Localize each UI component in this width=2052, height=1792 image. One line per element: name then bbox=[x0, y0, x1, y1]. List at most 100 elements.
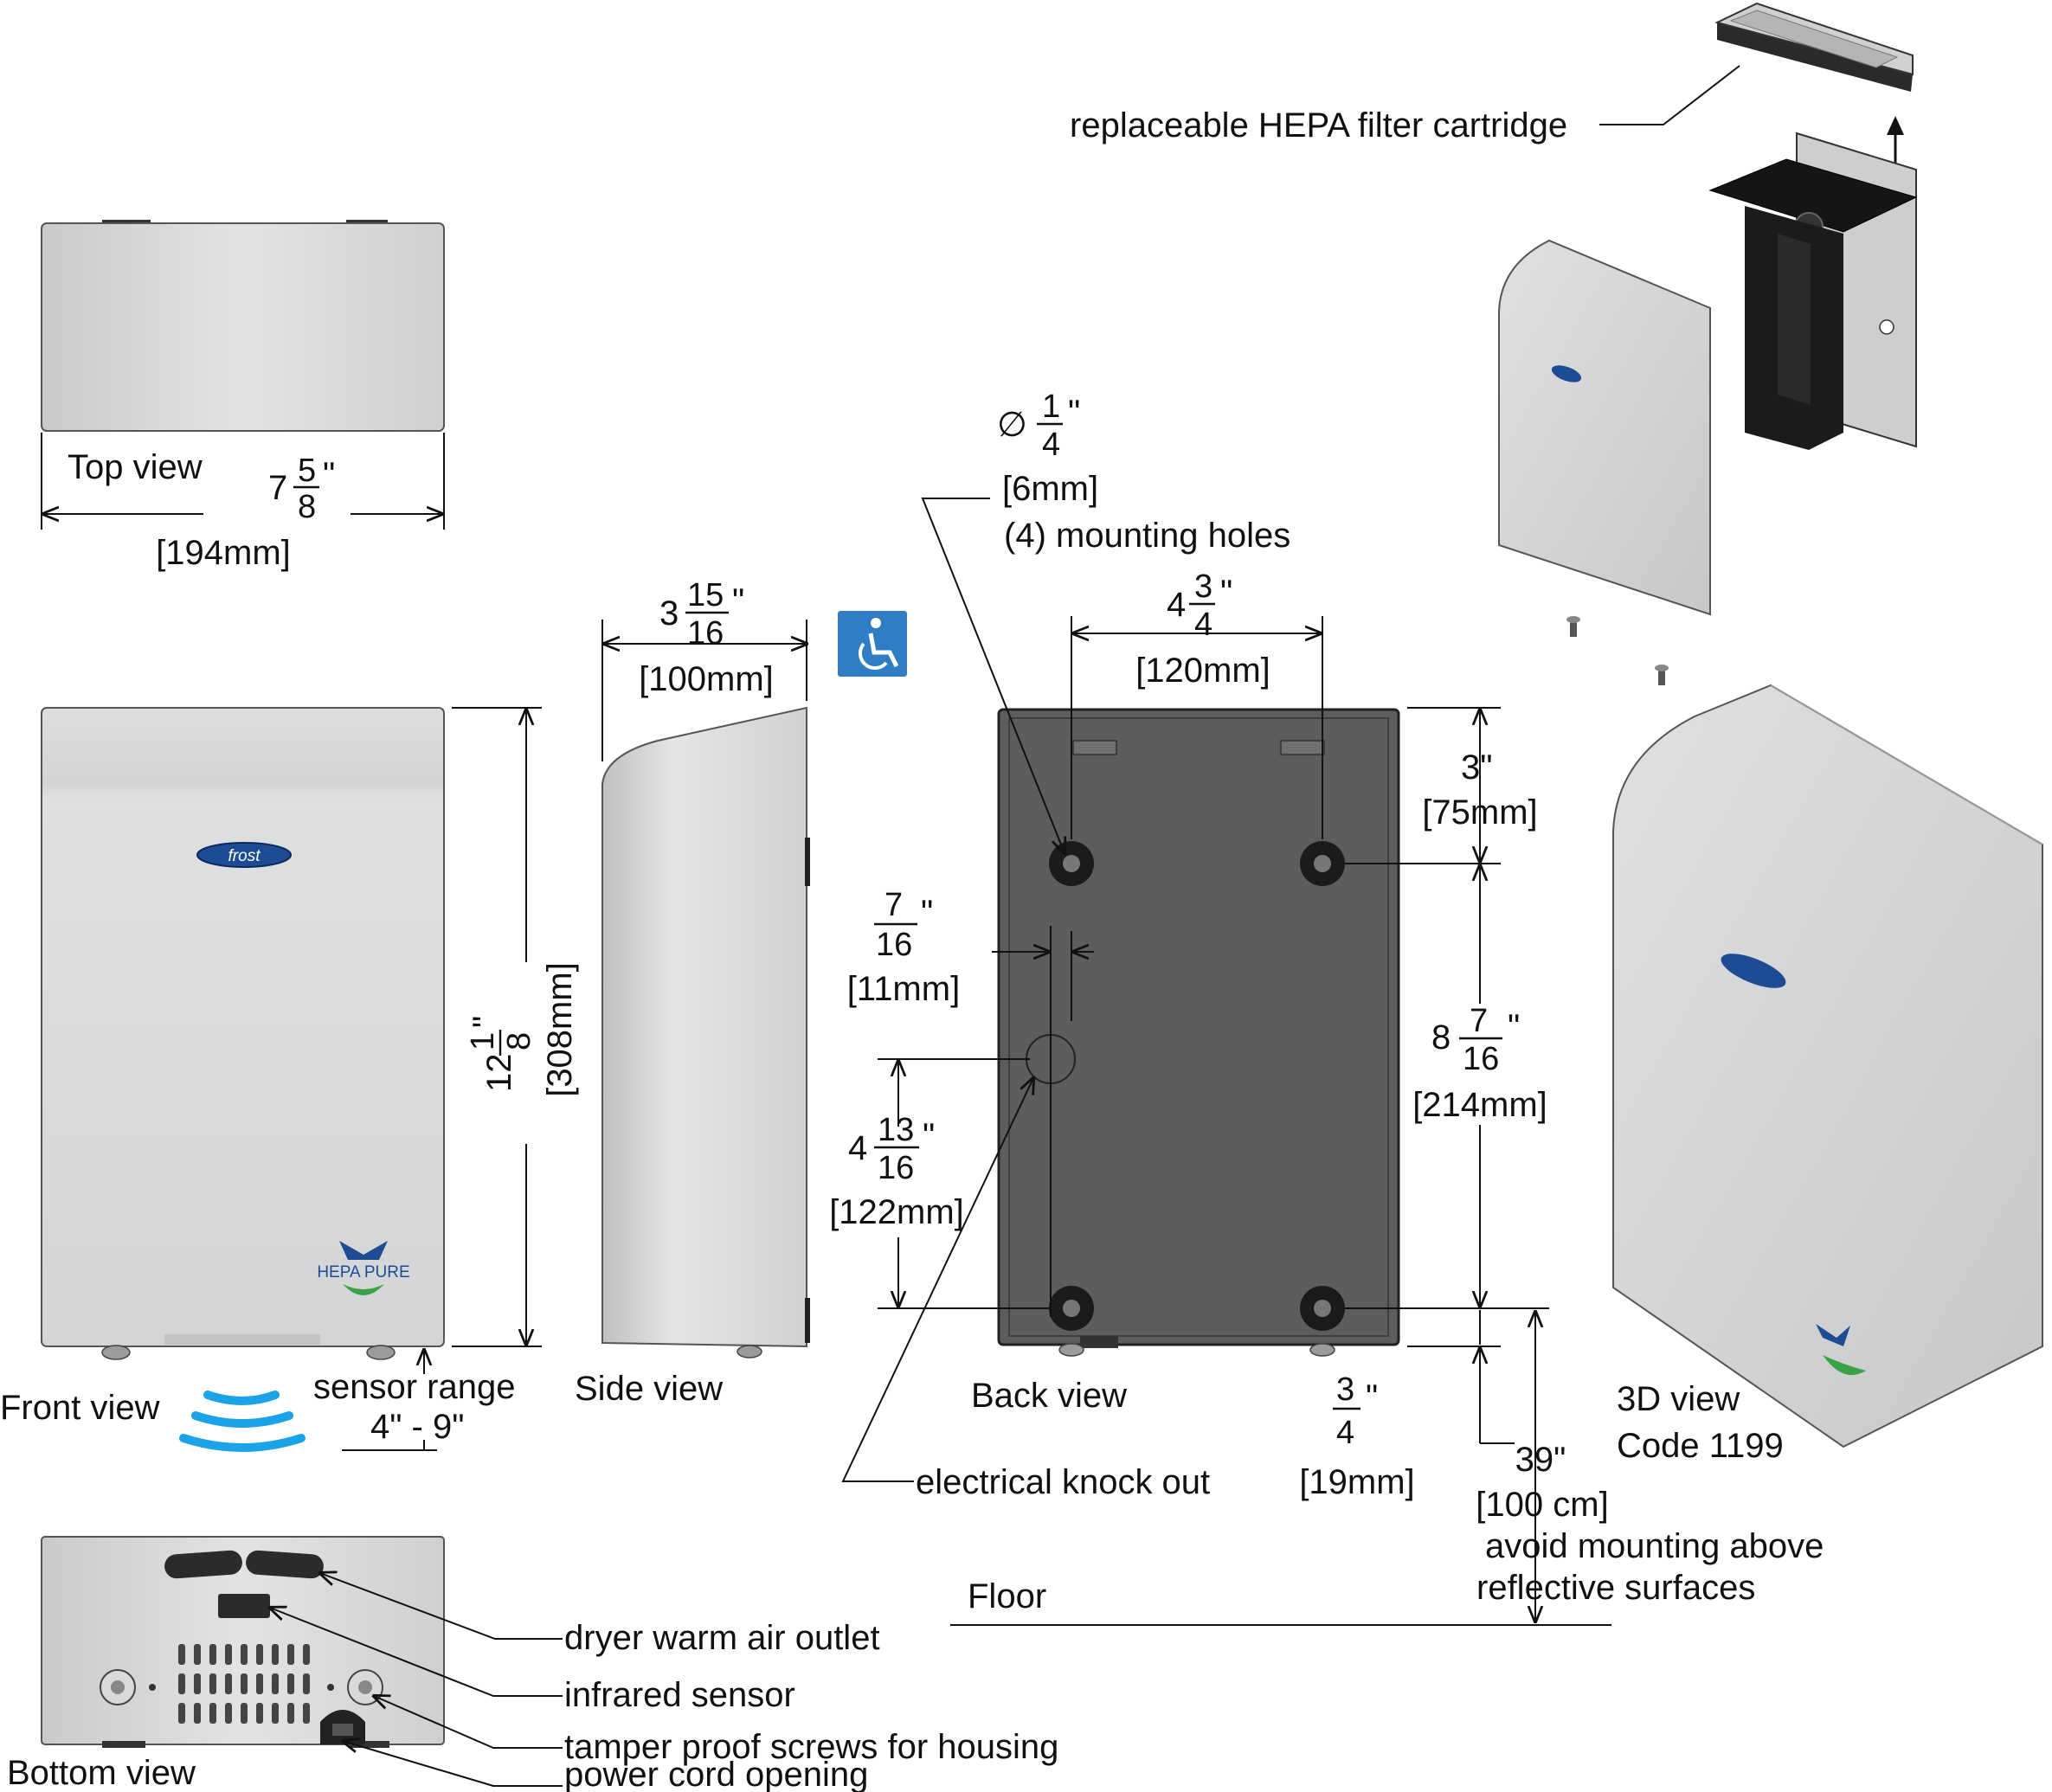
frost-logo: frost bbox=[196, 842, 292, 868]
bottom-view-label: Bottom view bbox=[7, 1754, 196, 1792]
height-num: 1 bbox=[465, 1032, 501, 1050]
dryer-cover-small bbox=[1498, 239, 1711, 616]
vent-slots bbox=[178, 1644, 310, 1724]
hole-dia-num: 1 bbox=[1042, 389, 1060, 425]
svg-text:": " bbox=[921, 894, 933, 932]
hole-spacing-h-whole: 4 bbox=[1167, 586, 1186, 624]
back-view-label: Back view bbox=[971, 1377, 1127, 1415]
bottom-offset-mm: [19mm] bbox=[1299, 1463, 1414, 1501]
avoid-note-line2: reflective surfaces bbox=[1476, 1569, 1755, 1607]
knockout-height-num: 13 bbox=[878, 1112, 914, 1148]
iso-view-label: 3D view bbox=[1617, 1380, 1740, 1418]
back-view: ∅ 1 4 " [6mm] (4) mounting holes 4 3 4 "… bbox=[829, 389, 1824, 1626]
floor-label: Floor bbox=[968, 1577, 1046, 1615]
floor-height-value: 39" bbox=[1515, 1441, 1566, 1479]
hepa-pure-logo: HEPA PURE bbox=[317, 1241, 410, 1295]
hole-dia-symbol: ∅ bbox=[997, 406, 1027, 444]
hole-spacing-h-num: 3 bbox=[1194, 568, 1213, 605]
top-view-label: Top view bbox=[68, 448, 203, 486]
side-view: 3 15 16 " [100mm] Side view bbox=[575, 577, 907, 1408]
product-code-label: Code 1199 bbox=[1617, 1427, 1784, 1465]
avoid-note-line1: avoid mounting above bbox=[1485, 1527, 1824, 1565]
hole-dia-den: 4 bbox=[1042, 427, 1060, 463]
power-cord-opening bbox=[320, 1710, 365, 1744]
power-cord-opening-label: power cord opening bbox=[564, 1756, 868, 1792]
width-num: 5 bbox=[298, 453, 316, 489]
width-whole: 7 bbox=[268, 469, 287, 507]
mounting-screw bbox=[1566, 616, 1580, 637]
top-offset-value: 3" bbox=[1461, 748, 1492, 787]
infrared-sensor bbox=[218, 1594, 270, 1618]
svg-text:frost: frost bbox=[228, 847, 261, 865]
svg-text:": " bbox=[466, 1016, 505, 1028]
mounting-screw bbox=[1655, 665, 1669, 685]
dryer-warm-air-outlet-label: dryer warm air outlet bbox=[564, 1619, 880, 1657]
mounting-hole bbox=[1300, 1286, 1345, 1331]
filter-callout-label: replaceable HEPA filter cartridge bbox=[1070, 106, 1567, 145]
knockout-height-whole: 4 bbox=[848, 1129, 867, 1167]
front-view-body bbox=[41, 707, 445, 1347]
knockout-offset-den: 16 bbox=[876, 927, 912, 963]
hole-spacing-h-mm: [120mm] bbox=[1135, 652, 1270, 690]
mounting-hole bbox=[1049, 841, 1094, 886]
depth-mm: [100mm] bbox=[639, 660, 774, 698]
svg-text:": " bbox=[1220, 574, 1232, 612]
bottom-offset-num: 3 bbox=[1336, 1371, 1354, 1408]
width-den: 8 bbox=[298, 489, 316, 525]
side-view-body bbox=[601, 706, 807, 1348]
depth-den: 16 bbox=[687, 615, 724, 652]
hole-spacing-h-den: 4 bbox=[1194, 607, 1213, 643]
back-view-body bbox=[997, 708, 1400, 1346]
knockout-offset-num: 7 bbox=[884, 887, 903, 923]
mounting-holes-note: (4) mounting holes bbox=[1004, 517, 1290, 555]
sensor-wave-icon bbox=[179, 1391, 306, 1452]
mounting-hole bbox=[1300, 841, 1345, 886]
hole-spacing-v-den: 16 bbox=[1463, 1041, 1499, 1077]
dryer-mechanism bbox=[1708, 132, 1918, 450]
dryer-warm-air-outlet bbox=[164, 1550, 324, 1579]
bottom-offset-den: 4 bbox=[1336, 1415, 1354, 1451]
depth-whole: 3 bbox=[659, 594, 679, 633]
front-view: frost HEPA PURE 12 1 8 " [308mm] Front v… bbox=[0, 707, 579, 1452]
svg-text:HEPA PURE: HEPA PURE bbox=[317, 1263, 409, 1281]
height-mm: [308mm] bbox=[541, 962, 579, 1097]
hole-spacing-v-mm: [214mm] bbox=[1412, 1086, 1547, 1124]
height-den: 8 bbox=[501, 1032, 537, 1050]
knockout-height-den: 16 bbox=[878, 1150, 914, 1186]
bottom-view: Bottom view dryer warm air outlet infrar… bbox=[7, 1536, 1058, 1792]
sensor-range-label: sensor range bbox=[313, 1368, 515, 1406]
svg-text:": " bbox=[1068, 394, 1080, 432]
width-mm: [194mm] bbox=[156, 534, 291, 572]
side-view-label: Side view bbox=[575, 1370, 723, 1408]
tamper-proof-screw bbox=[347, 1669, 383, 1705]
hepa-filter-cartridge bbox=[1714, 2, 1914, 92]
sensor-range-value: 4" - 9" bbox=[370, 1408, 464, 1446]
mounting-hole bbox=[1049, 1286, 1094, 1331]
hole-dia-mm: [6mm] bbox=[1002, 470, 1098, 508]
hole-spacing-v-num: 7 bbox=[1470, 1003, 1488, 1039]
svg-text:": " bbox=[1508, 1008, 1520, 1046]
knockout-offset-mm: [11mm] bbox=[847, 970, 960, 1008]
tamper-proof-screws-label: tamper proof screws for housing bbox=[564, 1728, 1058, 1766]
top-view-body bbox=[41, 222, 445, 432]
svg-text:": " bbox=[923, 1117, 935, 1155]
exploded-3d-view: replaceable HEPA filter cartridge 3D bbox=[1070, 2, 2043, 1465]
height-whole: 12 bbox=[480, 1054, 518, 1093]
tamper-proof-screw bbox=[100, 1669, 136, 1705]
top-view: Top view 7 5 8 " [194mm] bbox=[41, 220, 445, 572]
infrared-sensor-label: infrared sensor bbox=[564, 1676, 795, 1714]
wheelchair-icon bbox=[838, 611, 907, 677]
hole-spacing-v-whole: 8 bbox=[1431, 1018, 1451, 1057]
width-inch: " bbox=[323, 456, 335, 494]
dryer-3d-view bbox=[1612, 684, 2043, 1448]
svg-text:": " bbox=[732, 582, 744, 620]
knockout-height-mm: [122mm] bbox=[829, 1193, 964, 1231]
front-view-label: Front view bbox=[0, 1389, 160, 1427]
svg-text:": " bbox=[1366, 1378, 1378, 1416]
top-offset-mm: [75mm] bbox=[1422, 793, 1537, 832]
floor-height-cm: [100 cm] bbox=[1476, 1486, 1608, 1524]
depth-num: 15 bbox=[687, 577, 724, 613]
electrical-knock-out-label: electrical knock out bbox=[916, 1463, 1210, 1501]
bottom-view-body bbox=[41, 1536, 445, 1745]
